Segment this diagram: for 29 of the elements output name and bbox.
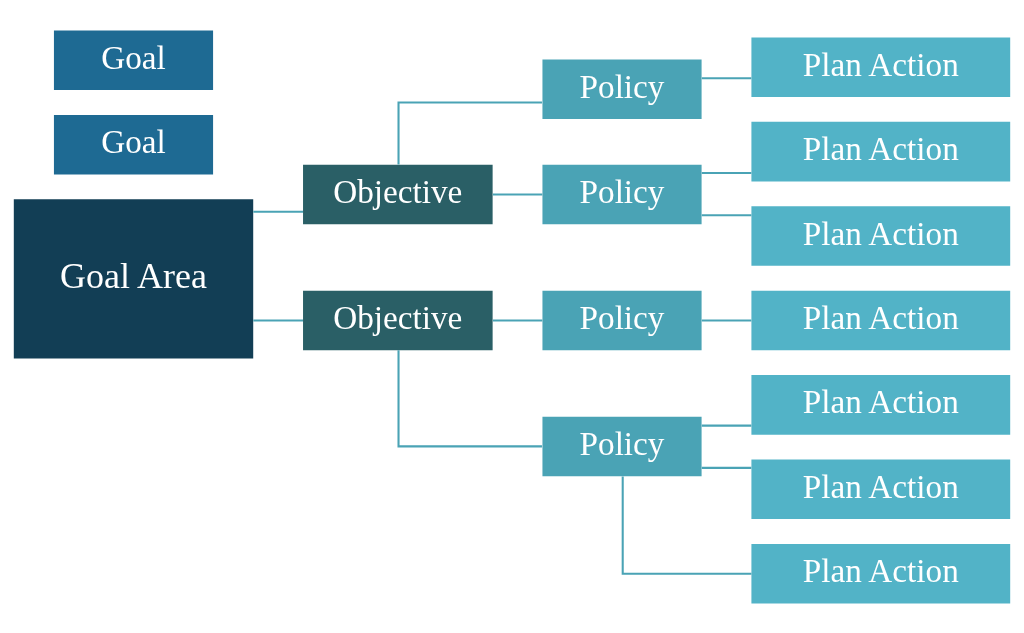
node-box: Plan Action (751, 459, 1011, 519)
node-box: Objective (303, 164, 493, 224)
node-box: Plan Action (751, 543, 1011, 603)
node-box: Plan Action (751, 205, 1011, 266)
node-box: Objective (303, 290, 493, 350)
connector (701, 171, 752, 174)
node-box: Policy (542, 59, 702, 119)
connector (397, 100, 542, 164)
node-box: Policy (542, 416, 702, 476)
connector (492, 318, 543, 321)
node-box: Policy (542, 164, 702, 224)
connector (492, 193, 543, 196)
connector (701, 424, 752, 427)
node-box: Goal Area (13, 198, 254, 358)
node-box: Goal (53, 114, 214, 174)
node-box: Plan Action (751, 121, 1011, 181)
node-box: Plan Action (751, 374, 1011, 435)
node-box: Plan Action (751, 36, 1011, 97)
connector (397, 349, 542, 447)
connector (253, 210, 303, 213)
connector (701, 318, 752, 321)
node-box: Policy (542, 290, 702, 350)
node-box: Plan Action (751, 290, 1011, 350)
connector (701, 213, 752, 216)
connector (253, 318, 303, 321)
connector (621, 476, 752, 575)
node-box: Goal (53, 30, 214, 90)
connector (701, 76, 752, 79)
connector (701, 466, 752, 469)
